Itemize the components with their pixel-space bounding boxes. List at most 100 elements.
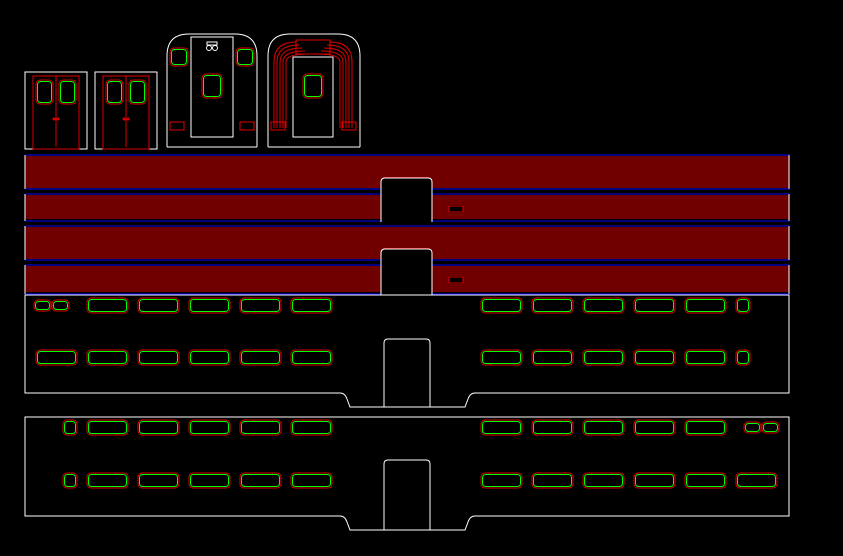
door-handle-left <box>52 117 56 121</box>
lower-window-glass <box>190 474 229 487</box>
car-door <box>383 338 431 407</box>
lower-window <box>188 472 231 489</box>
upper-window-glass <box>190 299 229 312</box>
arch-stripe-left <box>279 47 303 128</box>
upper-window-glass <box>482 421 521 434</box>
arch-stripe-left <box>282 50 306 128</box>
upper-window <box>684 297 727 314</box>
door-handle-right <box>126 117 130 121</box>
upper-window <box>582 297 625 314</box>
door-panel-right <box>94 71 158 150</box>
cab-outline <box>166 33 258 147</box>
upper-window-glass <box>292 299 331 312</box>
door-window-left-glass <box>37 81 52 103</box>
cab-end-rear <box>267 33 361 148</box>
lower-window <box>137 349 180 366</box>
upper-window-glass <box>241 299 280 312</box>
end-window <box>62 472 78 489</box>
rear-lamp-left <box>270 121 286 131</box>
lower-window <box>188 349 231 366</box>
car-body-outline <box>24 294 790 408</box>
lower-window <box>86 349 129 366</box>
lower-window <box>633 349 676 366</box>
end-window-glass <box>737 299 749 312</box>
upper-window <box>290 419 333 436</box>
upper-window <box>531 419 574 436</box>
upper-window-glass <box>635 299 674 312</box>
car-door <box>383 459 431 530</box>
cab-door-window <box>201 73 223 99</box>
arch-stripe-right <box>320 50 344 128</box>
small-window-glass <box>53 301 68 310</box>
lower-window <box>239 349 282 366</box>
lower-window <box>239 472 282 489</box>
destination-sign <box>206 41 218 46</box>
arch-stripe-right <box>329 41 353 128</box>
small-window-glass <box>35 301 50 310</box>
lower-window <box>633 472 676 489</box>
door-leaf <box>32 75 80 150</box>
door-window-right <box>128 79 147 105</box>
lower-window <box>531 472 574 489</box>
lower-window-glass <box>482 351 521 364</box>
lower-window <box>480 472 523 489</box>
tail-lamp-left <box>169 121 185 131</box>
rear-door-window <box>302 73 324 99</box>
cab-window-left-glass <box>171 49 187 65</box>
lower-window <box>735 472 778 489</box>
lower-window-glass <box>482 474 521 487</box>
cab-door-window-glass <box>203 75 221 97</box>
door-window-left <box>105 79 124 105</box>
rear-door <box>292 56 334 138</box>
upper-window-glass <box>533 299 572 312</box>
cab-window-right-glass <box>237 49 253 65</box>
lower-window-glass <box>635 474 674 487</box>
door-window-right <box>58 79 77 105</box>
door-panel-left <box>24 71 88 150</box>
small-window-glass <box>763 423 778 432</box>
lower-window-glass <box>292 351 331 364</box>
arch-stripe-left <box>285 53 309 128</box>
lower-window-glass <box>139 351 178 364</box>
end-window-glass <box>64 421 76 434</box>
upper-window-glass <box>584 421 623 434</box>
upper-window <box>684 419 727 436</box>
cab-end-front <box>166 33 258 148</box>
lower-window <box>684 349 727 366</box>
lower-window <box>290 472 333 489</box>
upper-window <box>188 419 231 436</box>
door-window-right-glass <box>60 81 75 103</box>
upper-window <box>480 419 523 436</box>
lower-window <box>137 472 180 489</box>
lower-window-glass <box>88 474 127 487</box>
upper-window-glass <box>686 421 725 434</box>
lower-window-glass <box>533 474 572 487</box>
lower-window <box>35 349 78 366</box>
upper-window <box>86 297 129 314</box>
lower-window-glass <box>584 351 623 364</box>
upper-window-glass <box>482 299 521 312</box>
lower-window <box>480 349 523 366</box>
lower-window-glass <box>533 351 572 364</box>
upper-window-glass <box>88 421 127 434</box>
door-notch <box>380 177 433 222</box>
upper-window <box>582 419 625 436</box>
door-window-left <box>35 79 54 105</box>
lower-window-glass <box>686 351 725 364</box>
door-handle-left <box>122 117 126 121</box>
lower-window <box>290 349 333 366</box>
lower-window-glass <box>241 351 280 364</box>
arch-stripe-right <box>323 47 347 128</box>
upper-window-glass <box>139 299 178 312</box>
upper-window-glass <box>190 421 229 434</box>
stripe-marker <box>448 205 464 213</box>
upper-window <box>137 419 180 436</box>
door-leaf <box>102 75 150 150</box>
door-notch <box>380 248 433 295</box>
small-window <box>743 421 762 434</box>
lower-window <box>684 472 727 489</box>
lower-deck-side <box>24 416 790 531</box>
upper-deck-side <box>24 294 790 408</box>
small-window <box>33 299 52 312</box>
cab-window-right <box>235 47 255 67</box>
